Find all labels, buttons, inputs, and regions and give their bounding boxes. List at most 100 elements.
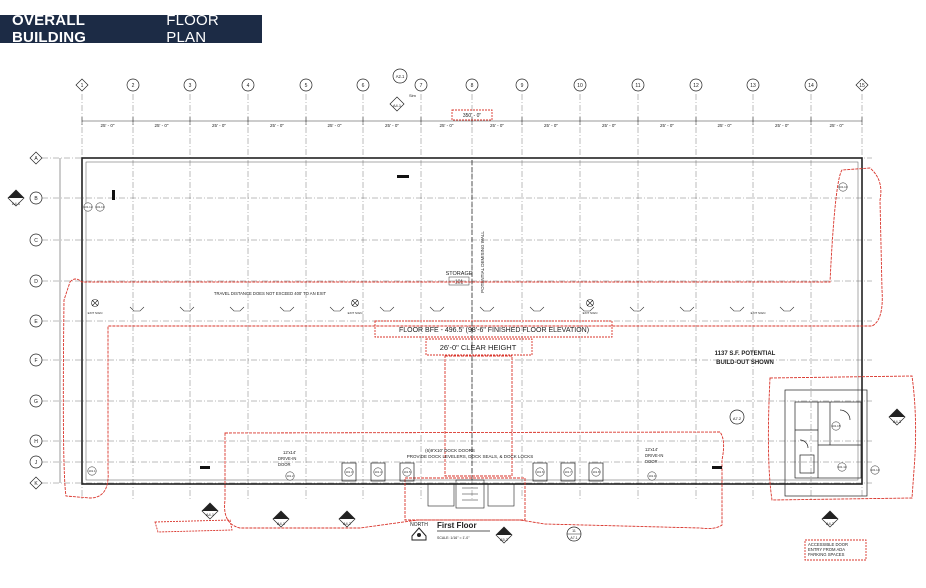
row-bubble: K bbox=[29, 476, 43, 490]
door-tag-label: 101.15 bbox=[832, 424, 841, 428]
exit-sign-icon bbox=[91, 299, 99, 307]
door-tag: 101.3 bbox=[341, 462, 357, 482]
column-bubble: 6 bbox=[356, 78, 370, 92]
row-bubble: B bbox=[29, 191, 43, 205]
exit-sign-label: EXIT SIGN bbox=[88, 311, 103, 315]
door-tag-label: 101.1 bbox=[89, 469, 96, 473]
building-outline bbox=[81, 157, 863, 485]
door-tag-label: 101.11 bbox=[838, 465, 847, 469]
corridor-mark bbox=[229, 306, 245, 312]
svg-text:A4.1: A4.1 bbox=[277, 521, 286, 526]
corridor-mark bbox=[529, 306, 545, 312]
door-tag-label: 101.4 bbox=[375, 470, 382, 474]
column-label: 11 bbox=[635, 83, 640, 89]
column-label: 5 bbox=[305, 83, 308, 89]
column-bubble: 4 bbox=[241, 78, 255, 92]
exit-sign-icon-cross bbox=[586, 299, 594, 307]
svg-text:11: 11 bbox=[572, 529, 576, 533]
floor-elevation: FLOOR BFE - 496.5' (98'-6" FINISHED FLOO… bbox=[399, 327, 589, 334]
door-tag: 101.2 bbox=[285, 471, 295, 481]
row-label: J bbox=[35, 460, 38, 466]
column-bubble: 2 bbox=[126, 78, 140, 92]
buildout-line1: 1137 S.F. POTENTIAL bbox=[715, 351, 776, 357]
exit-sign-label: EXIT SIGN bbox=[751, 311, 766, 315]
row-bubble: G bbox=[29, 394, 43, 408]
corridor-mark bbox=[729, 306, 745, 312]
door-tag: 101.1 bbox=[87, 466, 97, 476]
section-marker-bot-a41a: A4.1 bbox=[201, 502, 219, 520]
door-tag-label: 101.14 bbox=[871, 468, 880, 472]
corridor-mark bbox=[129, 306, 145, 312]
door-tag: 101.14 bbox=[870, 465, 880, 475]
column-label: 3 bbox=[189, 83, 192, 89]
row-bubble: F bbox=[29, 353, 43, 367]
svg-text:A4.3: A4.3 bbox=[893, 419, 902, 424]
row-bubble: E bbox=[29, 314, 43, 328]
exit-sign-icon bbox=[351, 299, 359, 307]
ada-line3: PARKING SPACES bbox=[808, 552, 845, 557]
room-number: 101 bbox=[455, 280, 464, 286]
column-label: 2 bbox=[132, 83, 135, 89]
svg-text:A4.2: A4.2 bbox=[343, 521, 352, 526]
room-number-box bbox=[448, 276, 470, 286]
column-bubble: 7 bbox=[414, 78, 428, 92]
corridor-mark bbox=[779, 306, 795, 312]
column-label: 6 bbox=[362, 83, 365, 89]
dimension-labels: 25' - 0" 25' - 0" 25' - 0" 25' - 0" 25' - 0"… bbox=[81, 117, 863, 128]
column-label: 1 bbox=[81, 83, 84, 89]
door-tag: 101.4 bbox=[370, 462, 386, 482]
bay-dimension: 25' - 0" bbox=[101, 123, 115, 128]
section-marker-bot-a71: 11 A7.1 bbox=[566, 526, 582, 542]
north-arrow-icon bbox=[411, 527, 427, 541]
ada-line1: ACCESSIBLE DOOR bbox=[808, 542, 848, 547]
door-tag: 101.6 bbox=[532, 462, 548, 482]
door-tag-label: 101.2 bbox=[287, 474, 294, 478]
door-tag-label: 101.12 bbox=[84, 205, 93, 209]
door-tag-label: 101.3 bbox=[346, 470, 353, 474]
column-bubble: 10 bbox=[573, 78, 587, 92]
office-buildout bbox=[784, 389, 868, 497]
column-bubble: 15 bbox=[855, 78, 869, 92]
row-label: F bbox=[34, 358, 37, 364]
overall-dimension: 350' - 0" bbox=[463, 113, 482, 119]
bay-dimension: 25' - 0" bbox=[155, 123, 169, 128]
row-label: G bbox=[34, 399, 38, 405]
row-label: B bbox=[34, 196, 38, 202]
column-label: 15 bbox=[859, 83, 865, 89]
door-tag-label: 101.5 bbox=[404, 470, 411, 474]
door-tag-label: 101.9 bbox=[649, 474, 656, 478]
bay-dimension: 25' - 0" bbox=[775, 123, 789, 128]
column-label: 14 bbox=[808, 83, 814, 89]
column-label: 10 bbox=[577, 83, 583, 89]
column-bubble: 13 bbox=[746, 78, 760, 92]
row-label: H bbox=[34, 439, 38, 445]
bay-dimension: 25' - 0" bbox=[385, 123, 399, 128]
corridor-mark bbox=[179, 306, 195, 312]
column-label: 9 bbox=[521, 83, 524, 89]
bay-dimension: 25' - 0" bbox=[660, 123, 674, 128]
svg-text:Sim: Sim bbox=[409, 93, 417, 98]
corridor-mark bbox=[379, 306, 395, 312]
drivein-left-1: 12'x14' bbox=[283, 450, 296, 455]
floor-title: First Floor bbox=[437, 521, 477, 530]
ada-line2: ENTRY FROM ADA bbox=[808, 547, 845, 552]
section-marker-bot-a42: A4.2 bbox=[338, 510, 356, 528]
corridor-mark bbox=[479, 306, 495, 312]
scale-label: SCALE: 1/16" = 1'-0" bbox=[437, 536, 470, 540]
door-tag: 101.12 bbox=[83, 202, 93, 212]
row-bubble: A bbox=[29, 151, 43, 165]
title-light: FLOOR PLAN bbox=[166, 12, 219, 46]
exit-sign-icon bbox=[586, 299, 594, 307]
column-bubble: 11 bbox=[631, 78, 645, 92]
title-bold: OVERALL BUILDING bbox=[12, 12, 87, 46]
exit-signs: EXIT SIGN EXIT SIGN EXIT SIGN EXIT SIGN bbox=[88, 299, 766, 315]
bay-dimension: 25' - 0" bbox=[544, 123, 558, 128]
bay-dimension: 25' - 0" bbox=[212, 123, 226, 128]
door-tag-label: 101.10 bbox=[839, 185, 848, 189]
door-tag-label: 101.6 bbox=[537, 470, 544, 474]
row-bubble: C bbox=[29, 233, 43, 247]
bay-dimension: 25' - 0" bbox=[830, 123, 844, 128]
